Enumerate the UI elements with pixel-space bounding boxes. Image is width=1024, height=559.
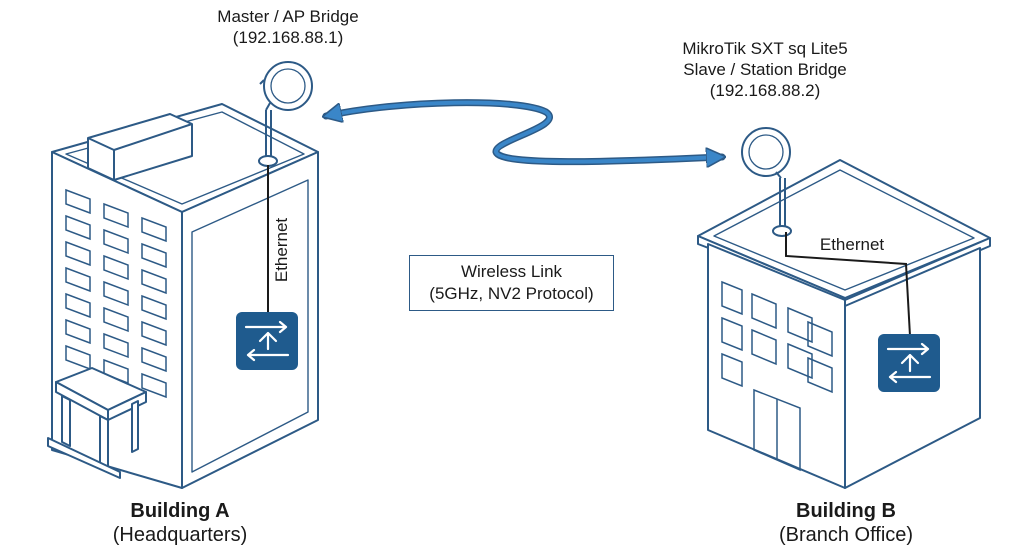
building-a-name: Building A (130, 500, 230, 522)
ethernet-label-a: Ethernet (272, 217, 291, 283)
building-a-label: Building A (Headquarters) (80, 499, 280, 547)
building-b-windows (721, 280, 833, 472)
building-b (697, 159, 991, 489)
network-switch-icon (236, 312, 298, 370)
slave-model: MikroTik SXT sq Lite5 (682, 39, 848, 58)
master-role: Master / AP Bridge (217, 7, 359, 26)
wireless-link-arrow-icon (326, 99, 722, 162)
building-a-entrance (47, 367, 147, 479)
slave-role: Slave / Station Bridge (683, 60, 847, 79)
wireless-link-label: Wireless Link (5GHz, NV2 Protocol) (409, 255, 614, 311)
ethernet-cable-b (785, 232, 911, 337)
building-b-label: Building B (Branch Office) (746, 499, 946, 547)
network-switch-icon (878, 334, 940, 392)
ethernet-label-b: Ethernet (819, 235, 885, 254)
building-a-sub: (Headquarters) (112, 524, 248, 546)
wireless-link-line1: Wireless Link (460, 262, 563, 281)
building-a (51, 103, 319, 489)
antenna-icon (741, 127, 792, 237)
master-ip: (192.168.88.1) (232, 28, 344, 47)
antenna-icon (258, 61, 313, 167)
building-b-sub: (Branch Office) (778, 524, 914, 546)
master-device-label: Master / AP Bridge (192.168.88.1) (188, 6, 388, 48)
wireless-link-line2: (5GHz, NV2 Protocol) (429, 284, 594, 303)
slave-ip: (192.168.88.2) (709, 81, 821, 100)
building-b-name: Building B (796, 500, 896, 522)
slave-device-label: MikroTik SXT sq Lite5 Slave / Station Br… (640, 38, 890, 101)
